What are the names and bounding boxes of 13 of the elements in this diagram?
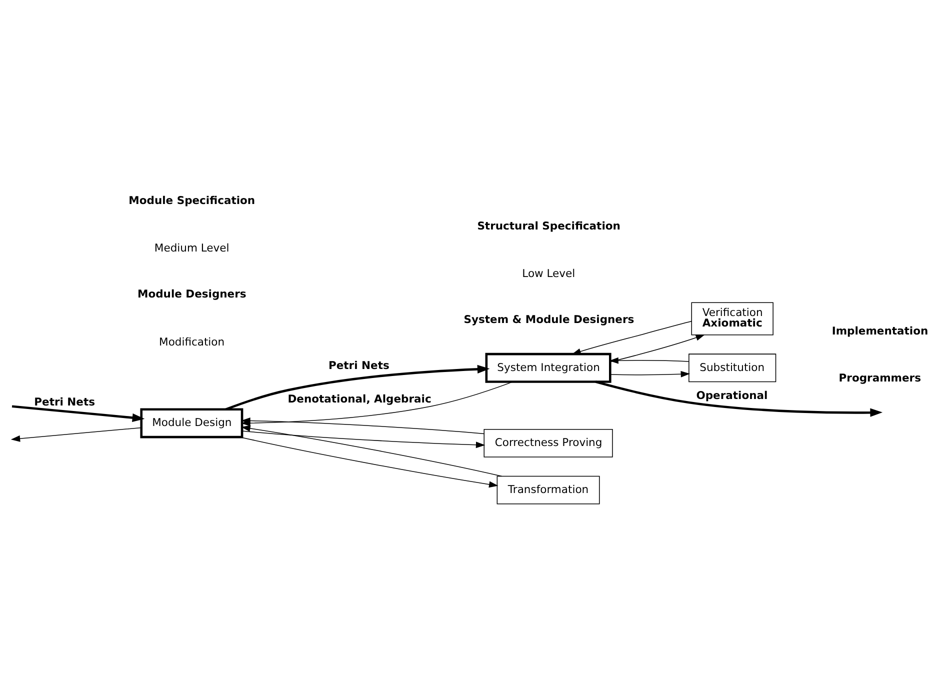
edge-label: Petri Nets [328,358,390,372]
edge-label: Petri Nets [34,395,96,408]
label: Low Level [522,266,576,280]
edge-label: Denotational, Algebraic [288,392,432,406]
label: Modification [159,334,225,348]
edge-label: Operational [696,388,768,402]
label: Structural Specification [477,218,620,232]
label: System & Module Designers [464,312,634,326]
label: Module Specification [128,193,256,206]
label: Medium Level [154,241,230,254]
label: Implementation [832,324,928,338]
label: Programmers [838,371,921,384]
label: Module Designers [138,287,246,300]
